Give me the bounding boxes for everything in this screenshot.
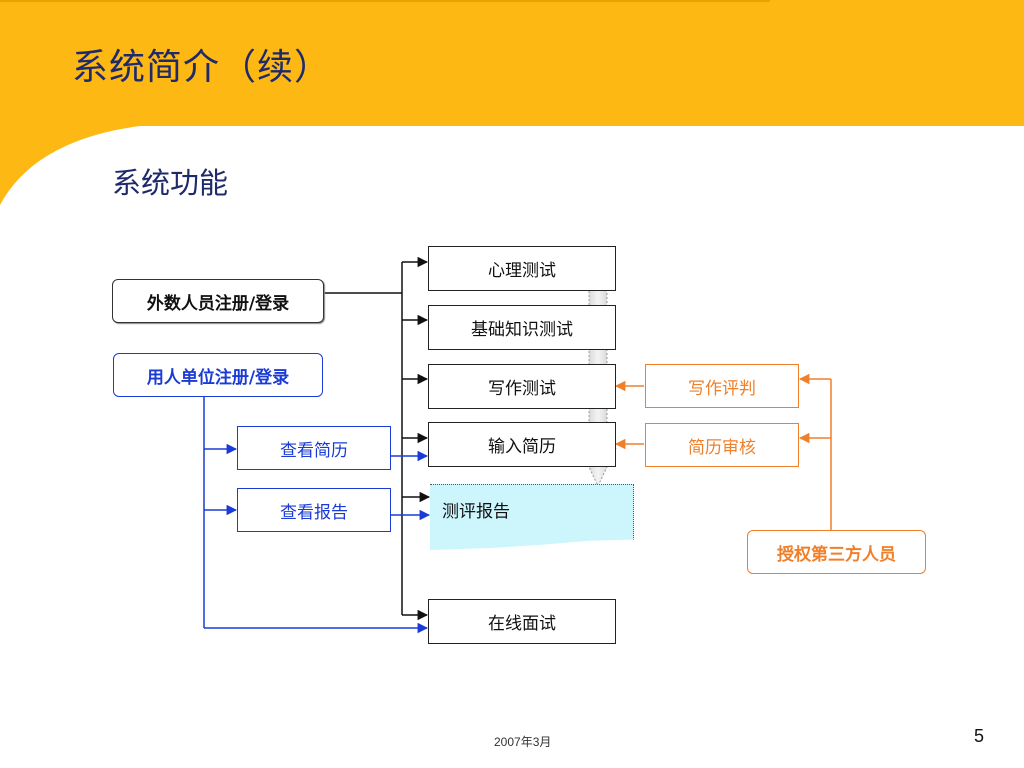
external-register-node: 外数人员注册/登录 xyxy=(112,279,324,323)
writing-test-node: 写作测试 xyxy=(428,364,616,409)
header-band xyxy=(0,0,1024,205)
footer-date: 2007年3月 xyxy=(494,735,552,749)
online-interview-node: 在线面试 xyxy=(428,599,616,644)
eval-report-node: 测评报告 xyxy=(430,484,634,550)
page-number: 5 xyxy=(974,726,985,746)
third-party-node: 授权第三方人员 xyxy=(747,530,926,574)
basic-test-node: 基础知识测试 xyxy=(428,305,616,350)
slide-title: 系统简介（续） xyxy=(72,47,332,88)
view-resume-node: 查看简历 xyxy=(237,426,391,470)
resume-audit-node: 简历审核 xyxy=(645,423,799,467)
third-party-connectors xyxy=(614,373,832,536)
external-connectors xyxy=(324,256,431,621)
employer-connectors xyxy=(203,397,431,634)
writing-review-node: 写作评判 xyxy=(645,364,799,408)
psych-test-node: 心理测试 xyxy=(428,246,616,291)
slide-subtitle: 系统功能 xyxy=(112,166,229,200)
employer-register-node: 用人单位注册/登录 xyxy=(113,353,323,397)
view-report-node: 查看报告 xyxy=(237,488,391,532)
input-resume-node: 输入简历 xyxy=(428,422,616,467)
